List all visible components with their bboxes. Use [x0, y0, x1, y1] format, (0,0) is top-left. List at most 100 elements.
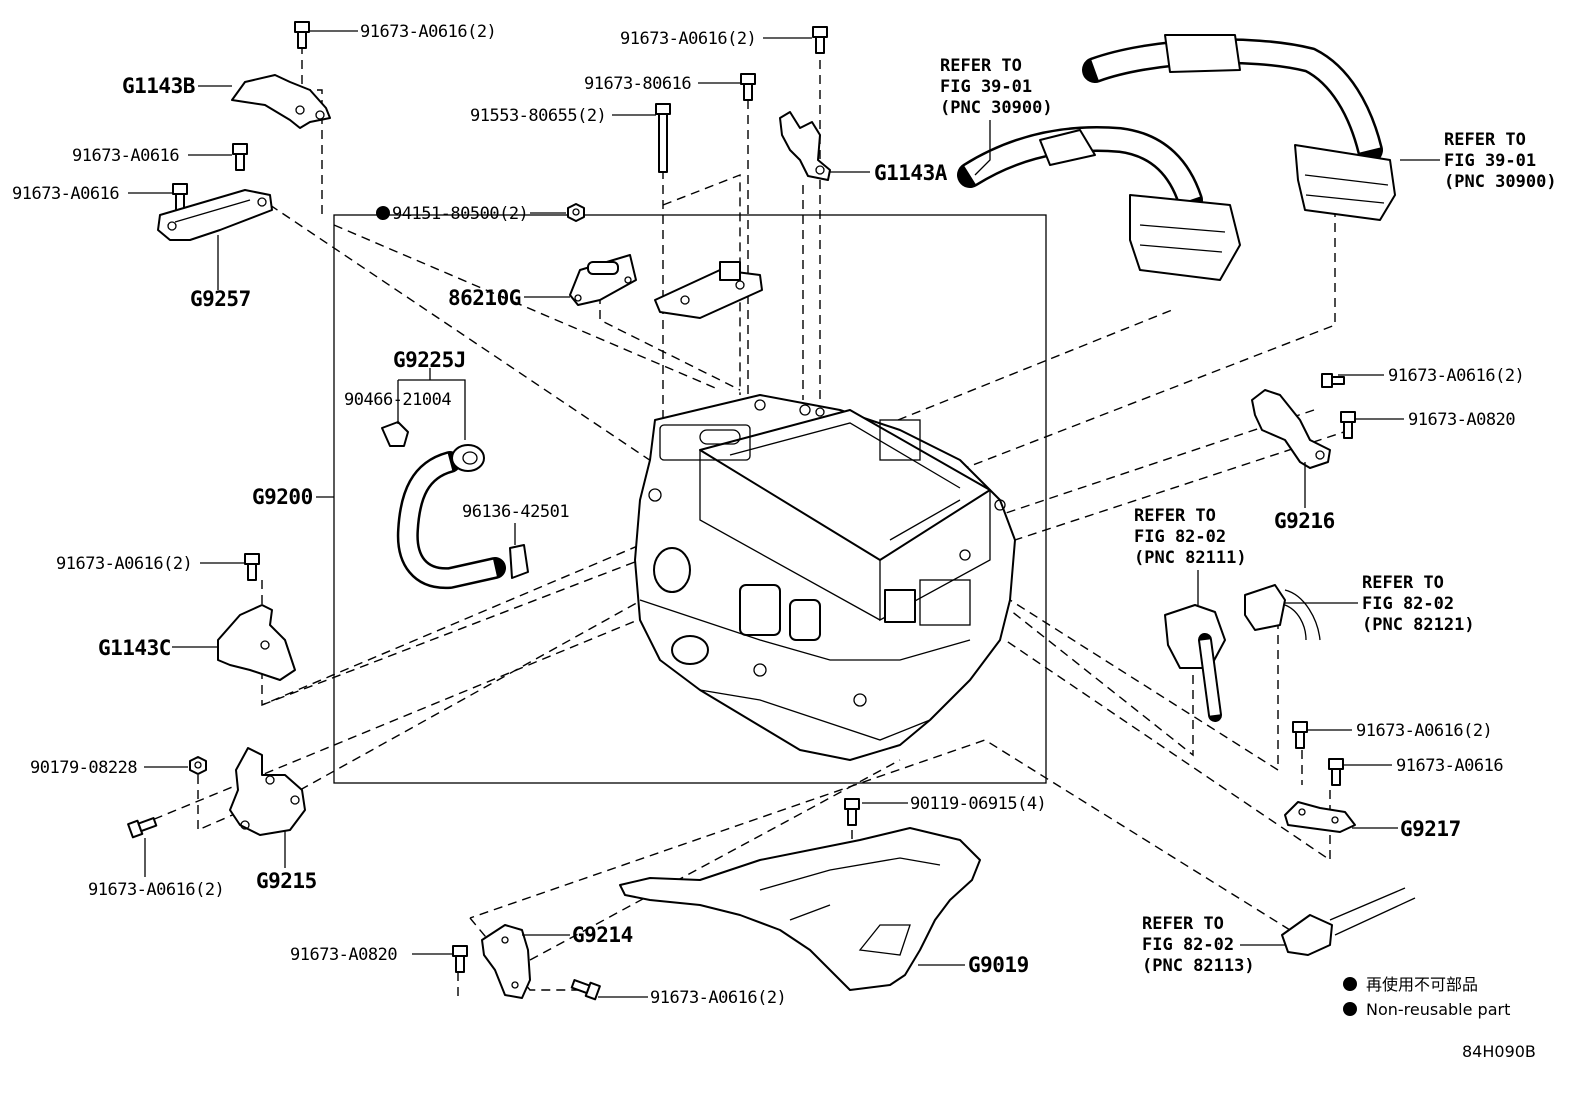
label-G9225J: G9225J — [393, 348, 466, 372]
bracket-G9257 — [157, 189, 273, 241]
label-91673-A0616-2-lb: 91673-A0616(2) — [88, 880, 224, 900]
harness-30900-b — [1082, 34, 1396, 221]
bracket-G1143C — [217, 604, 296, 681]
bracket-G1143A — [779, 111, 831, 181]
bolt-icon — [1292, 721, 1308, 749]
ref-line: REFER TO — [1362, 573, 1444, 593]
label-90119-06915: 90119-06915(4) — [910, 794, 1046, 814]
label-G9257: G9257 — [190, 287, 251, 311]
leaders — [128, 30, 1440, 998]
bracket-G9216 — [1251, 389, 1331, 469]
label-G1143B: G1143B — [122, 74, 195, 98]
nut-icon — [567, 203, 585, 222]
label-90179-08228: 90179-08228 — [30, 758, 137, 778]
ref-note-39-01-b: REFER TO FIG 39-01 (PNC 30900) — [1444, 130, 1557, 192]
ref-note-82113: REFER TO FIG 82-02 (PNC 82113) — [1142, 914, 1255, 976]
bolt-icon — [1321, 373, 1345, 388]
ref-line: FIG 82-02 — [1142, 935, 1234, 955]
label-91673-A0616-2-bot: 91673-A0616(2) — [650, 988, 786, 1008]
bracket-G9214 — [481, 924, 531, 999]
ref-line: REFER TO — [1134, 506, 1216, 526]
ref-note-82111: REFER TO FIG 82-02 (PNC 82111) — [1134, 506, 1247, 568]
ref-line: FIG 39-01 — [1444, 151, 1536, 171]
ref-line: (PNC 82121) — [1362, 615, 1475, 635]
bracket-G9215 — [229, 747, 306, 836]
label-91673-A0820-bot: 91673-A0820 — [290, 945, 397, 965]
legend-jp: 再使用不可部品 — [1366, 975, 1478, 994]
ref-note-82121: REFER TO FIG 82-02 (PNC 82121) — [1362, 573, 1475, 635]
harness-30900-a — [957, 126, 1241, 281]
label-91673-A0616-2-top: 91673-A0616(2) — [360, 22, 496, 42]
support-G9019 — [619, 827, 981, 991]
bolt-icon — [740, 73, 756, 101]
label-G9200: G9200 — [252, 485, 313, 509]
bolt-icon — [812, 26, 828, 54]
reference-notes: REFER TO FIG 39-01 (PNC 30900) REFER TO … — [940, 56, 1557, 976]
bolt-icon — [1328, 758, 1344, 786]
connector-82113 — [1281, 887, 1416, 956]
label-90466-21004: 90466-21004 — [344, 390, 451, 410]
label-G9216: G9216 — [1274, 509, 1335, 533]
nut-icon — [189, 756, 207, 775]
label-91673-A0616-2-left: 91673-A0616(2) — [56, 554, 192, 574]
bolt-icon — [452, 945, 468, 973]
label-G9019: G9019 — [968, 953, 1029, 977]
label-96136-42501: 96136-42501 — [462, 502, 569, 522]
label-91673-80616: 91673-80616 — [584, 74, 691, 94]
ref-note-39-01-a: REFER TO FIG 39-01 (PNC 30900) — [940, 56, 1053, 118]
labels: 91673-A0616(2) G1143B 91673-A0616 91673-… — [12, 22, 1525, 1008]
legend-marker-en — [1343, 1002, 1357, 1016]
ref-line: (PNC 30900) — [1444, 172, 1557, 192]
hose-G9225J — [381, 421, 529, 590]
ref-line: REFER TO — [1444, 130, 1526, 150]
legend-marker-jp — [1343, 977, 1357, 991]
bolt-icon — [232, 143, 248, 171]
bracket-G9217 — [1284, 801, 1356, 833]
bolt-icon — [172, 183, 188, 211]
ref-line: FIG 82-02 — [1134, 527, 1226, 547]
bracket-86210G — [569, 254, 637, 306]
legend-en: Non-reusable part — [1366, 1000, 1510, 1019]
bracket-G1143B — [231, 74, 331, 129]
inverter-assembly — [634, 394, 1016, 761]
label-91673-A0616-a: 91673-A0616 — [72, 146, 179, 166]
label-G9215: G9215 — [256, 869, 317, 893]
ref-line: FIG 39-01 — [940, 77, 1032, 97]
bolt-icon — [570, 979, 601, 1001]
label-G9217: G9217 — [1400, 817, 1461, 841]
bolt-icon — [655, 103, 671, 173]
bolt-icon — [844, 798, 860, 826]
legend: 再使用不可部品 Non-reusable part — [1343, 975, 1510, 1019]
bolt-icon — [244, 553, 260, 581]
non-reusable-marker — [376, 206, 390, 220]
bolts — [127, 21, 1356, 1001]
label-94151-80500: 94151-80500(2) — [392, 204, 528, 224]
label-G1143C: G1143C — [98, 636, 171, 660]
plug-icon — [381, 421, 409, 447]
ref-line: FIG 82-02 — [1362, 594, 1454, 614]
label-91673-A0616-r: 91673-A0616 — [1396, 756, 1503, 776]
ref-line: REFER TO — [1142, 914, 1224, 934]
bolt-icon — [1340, 411, 1356, 439]
ref-line: (PNC 82111) — [1134, 548, 1247, 568]
ref-line: REFER TO — [940, 56, 1022, 76]
ref-line: (PNC 30900) — [940, 98, 1053, 118]
label-86210G: 86210G — [448, 286, 521, 310]
ref-line: (PNC 82113) — [1142, 956, 1255, 976]
bolt-icon — [294, 21, 310, 49]
figure-code: 84H090B — [1462, 1042, 1536, 1061]
label-91673-A0616-2-mid: 91673-A0616(2) — [620, 29, 756, 49]
bolt-icon — [127, 817, 158, 839]
label-G9214: G9214 — [572, 923, 633, 947]
bracket-plate — [654, 261, 763, 319]
label-G1143A: G1143A — [874, 161, 948, 185]
connector-82111 — [1164, 604, 1226, 722]
label-91673-A0616-2-right: 91673-A0616(2) — [1388, 366, 1524, 386]
connector-82121 — [1244, 584, 1321, 641]
assembly-frame — [333, 214, 1047, 784]
label-91553-80655: 91553-80655(2) — [470, 106, 606, 126]
label-91673-A0616-b: 91673-A0616 — [12, 184, 119, 204]
clip-icon — [509, 544, 529, 579]
